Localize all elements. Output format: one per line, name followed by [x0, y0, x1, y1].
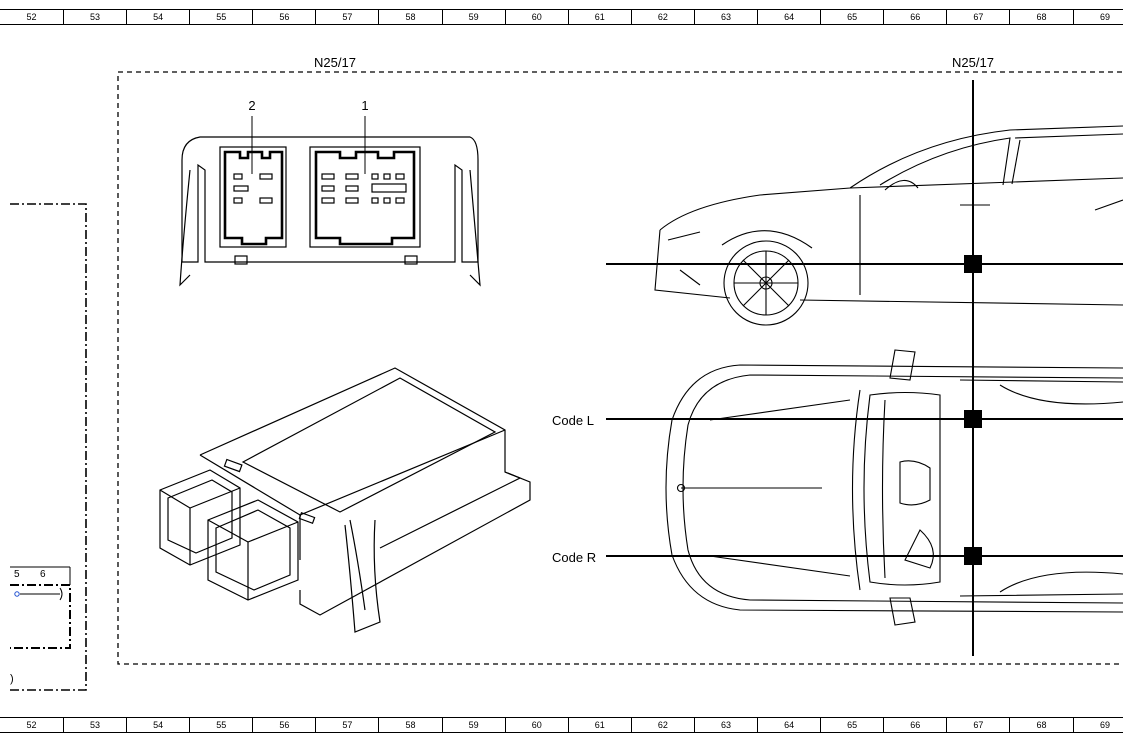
- ruler-cell: 54: [127, 718, 191, 732]
- ruler-cell: 63: [695, 718, 759, 732]
- left-neighbor-component-box: [10, 203, 87, 691]
- component-frame: [117, 71, 1123, 665]
- ruler-cell: 57: [316, 10, 380, 24]
- ruler-cell: 53: [64, 10, 128, 24]
- ruler-cell: 69: [1100, 720, 1111, 730]
- ruler-cell: 52: [0, 10, 64, 24]
- ruler-cell: 58: [379, 10, 443, 24]
- ruler-cell: 60: [506, 718, 569, 732]
- connector-pin-label-2: 2: [248, 98, 255, 113]
- left-pin-5-label: 5: [14, 569, 20, 580]
- ruler-cell: 56: [253, 718, 317, 732]
- car-top-view-illustration: [665, 349, 1123, 626]
- control-unit-3d-illustration: [159, 367, 531, 633]
- connector-pin-label-1: 1: [361, 98, 368, 113]
- ruler-cell: 53: [64, 718, 128, 732]
- ruler-cell: 68: [1010, 718, 1074, 732]
- ruler-cell: 59: [443, 718, 506, 732]
- ruler-cell: 54: [127, 10, 191, 24]
- connector-face-illustration: [179, 116, 481, 287]
- ruler-cell: 62: [632, 718, 695, 732]
- ruler-cell: 67: [947, 718, 1011, 732]
- ruler-cell: 64: [758, 10, 822, 24]
- location-lines: [606, 80, 1123, 656]
- ruler-cell: 67: [947, 10, 1011, 24]
- ruler-cell: 60: [506, 10, 569, 24]
- ruler-cell: 57: [316, 718, 380, 732]
- code-l-label: Code L: [552, 413, 594, 428]
- component-id-right: N25/17: [952, 55, 994, 70]
- ruler-cell: 65: [821, 10, 885, 24]
- left-pin-6-label: 6: [40, 569, 46, 580]
- location-marker-code-r: [964, 547, 982, 565]
- ruler-cell: 69: [1100, 12, 1111, 22]
- ruler-cell: 59: [443, 10, 506, 24]
- ruler-cell: 55: [190, 10, 254, 24]
- ruler-cell: 63: [695, 10, 759, 24]
- ruler-cell: 56: [253, 10, 317, 24]
- car-side-view-illustration: [654, 125, 1123, 326]
- ruler-cell: 52: [0, 718, 64, 732]
- ruler-cell: 62: [632, 10, 695, 24]
- component-id-left: N25/17: [314, 55, 356, 70]
- ruler-cell: 58: [379, 718, 443, 732]
- ruler-cell: 65: [821, 718, 885, 732]
- code-r-label: Code R: [552, 550, 596, 565]
- ruler-cell: 64: [758, 718, 822, 732]
- ruler-cell: 61: [569, 10, 632, 24]
- ruler-cell: 66: [884, 718, 948, 732]
- left-paren-label: ): [10, 673, 14, 685]
- terminal-circle-icon: [14, 591, 20, 597]
- location-marker-code-l: [964, 410, 982, 428]
- ruler-cell: 61: [569, 718, 632, 732]
- ruler-cell: 66: [884, 10, 948, 24]
- ruler-cell: 55: [190, 718, 254, 732]
- ruler-cell: 68: [1010, 10, 1074, 24]
- location-marker-side: [964, 255, 982, 273]
